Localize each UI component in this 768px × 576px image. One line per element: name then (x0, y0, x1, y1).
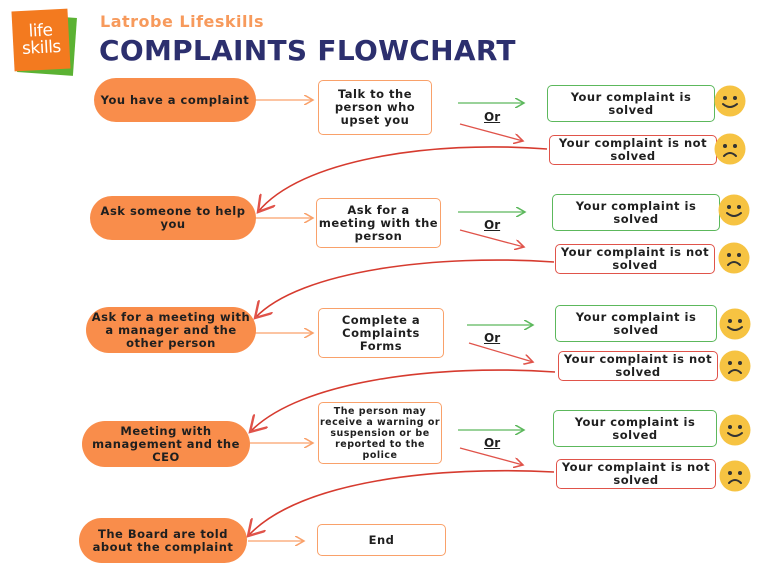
stage-meeting-with-manager: Ask for a meeting with a manager and the… (86, 307, 256, 353)
arrow-not-solved4-to-stage5 (248, 469, 555, 536)
result-solved: Your complaint is solved (555, 305, 717, 342)
stage-you-have-a-complaint: You have a complaint (94, 78, 256, 122)
result-not-solved: Your complaint is not solved (556, 459, 716, 489)
or-label: Or (484, 110, 501, 124)
happy-face-icon (718, 194, 750, 226)
result-not-solved: Your complaint is not solved (555, 244, 715, 274)
happy-face-icon (719, 414, 751, 446)
sad-face-icon (714, 133, 746, 165)
happy-face-icon (714, 85, 746, 117)
happy-face-icon (719, 308, 751, 340)
or-label: Or (484, 331, 501, 345)
sad-face-icon (719, 460, 751, 492)
action-warning-suspension-police: The person may receive a warning or susp… (318, 402, 442, 464)
action-end: End (317, 524, 446, 556)
result-not-solved: Your complaint is not solved (558, 351, 718, 381)
action-complete-complaints-form: Complete a Complaints Forms (318, 308, 444, 358)
or-label: Or (484, 436, 501, 450)
arrow-not-solved2-to-stage3 (255, 259, 555, 318)
action-talk-to-person: Talk to the person who upset you (318, 80, 432, 135)
sad-face-icon (719, 350, 751, 382)
arrow-not-solved1-to-stage2 (258, 146, 548, 212)
stage-board-told: The Board are told about the complaint (79, 518, 247, 563)
arrow-action4-to-not-solved (459, 447, 523, 465)
arrow-action1-to-not-solved (459, 123, 523, 141)
page-title: COMPLAINTS FLOWCHART (99, 34, 516, 67)
stage-ask-someone-to-help: Ask someone to help you (90, 196, 256, 240)
result-not-solved: Your complaint is not solved (549, 135, 717, 165)
organisation-name: Latrobe Lifeskills (100, 12, 265, 31)
arrow-not-solved3-to-stage4 (250, 369, 556, 432)
or-label: Or (484, 218, 501, 232)
result-solved: Your complaint is solved (552, 194, 720, 231)
stage-meeting-with-management-ceo: Meeting with management and the CEO (82, 421, 250, 467)
arrow-action3-to-not-solved (468, 342, 533, 362)
action-ask-for-meeting: Ask for a meeting with the person (316, 198, 441, 248)
arrow-action2-to-not-solved (459, 229, 524, 247)
sad-face-icon (718, 242, 750, 274)
result-solved: Your complaint is solved (547, 85, 715, 122)
result-solved: Your complaint is solved (553, 410, 717, 447)
